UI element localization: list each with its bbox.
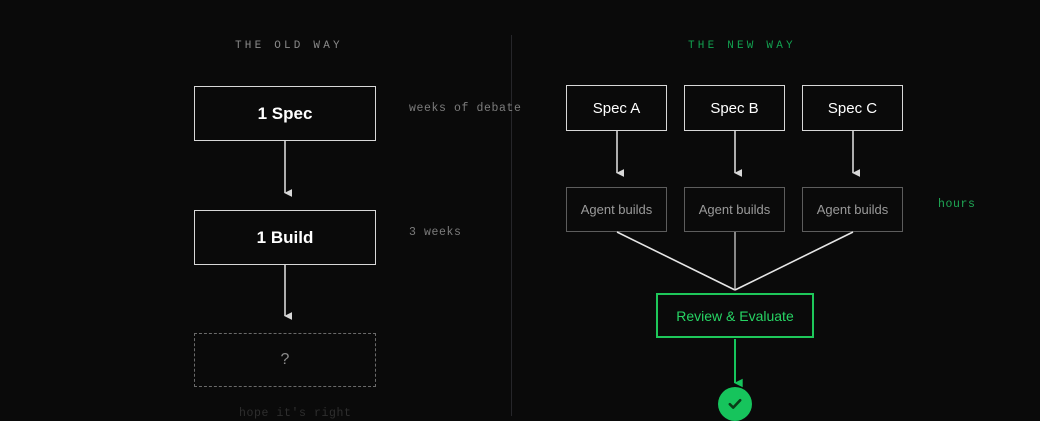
node-1-build-label: 1 Build <box>256 227 314 247</box>
node-unknown-outcome[interactable]: ? <box>194 333 376 387</box>
node-agent-builds-a-label: Agent builds <box>580 202 653 217</box>
node-spec-c-label: Spec C <box>827 99 878 117</box>
node-1-spec-label: 1 Spec <box>257 103 313 123</box>
annotation-hours: hours <box>938 198 976 211</box>
node-1-build[interactable]: 1 Build <box>194 210 376 265</box>
node-agent-builds-a[interactable]: Agent builds <box>566 187 667 232</box>
annotation-3-weeks: 3 weeks <box>409 226 462 239</box>
node-spec-c[interactable]: Spec C <box>802 85 903 131</box>
node-spec-b-label: Spec B <box>710 99 759 117</box>
node-agent-builds-c-label: Agent builds <box>816 202 889 217</box>
node-unknown-label: ? <box>280 351 290 368</box>
annotation-weeks-of-debate: weeks of debate <box>409 102 522 115</box>
node-agent-builds-b-label: Agent builds <box>698 202 771 217</box>
right-panel-header: THE NEW WAY <box>688 40 796 52</box>
node-agent-builds-b[interactable]: Agent builds <box>684 187 785 232</box>
node-spec-a[interactable]: Spec A <box>566 85 667 131</box>
node-1-spec[interactable]: 1 Spec <box>194 86 376 141</box>
connector-agent-c-to-review <box>734 231 854 291</box>
left-panel-header: THE OLD WAY <box>235 40 343 52</box>
node-agent-builds-c[interactable]: Agent builds <box>802 187 903 232</box>
node-spec-b[interactable]: Spec B <box>684 85 785 131</box>
annotation-footer-note: hope it's right <box>239 407 352 420</box>
connector-agent-a-to-review <box>616 231 736 291</box>
node-review-and-evaluate-label: Review & Evaluate <box>676 307 794 324</box>
check-circle-icon <box>718 387 752 421</box>
node-review-and-evaluate[interactable]: Review & Evaluate <box>656 293 814 338</box>
node-spec-a-label: Spec A <box>592 99 641 117</box>
panel-divider <box>511 35 512 416</box>
